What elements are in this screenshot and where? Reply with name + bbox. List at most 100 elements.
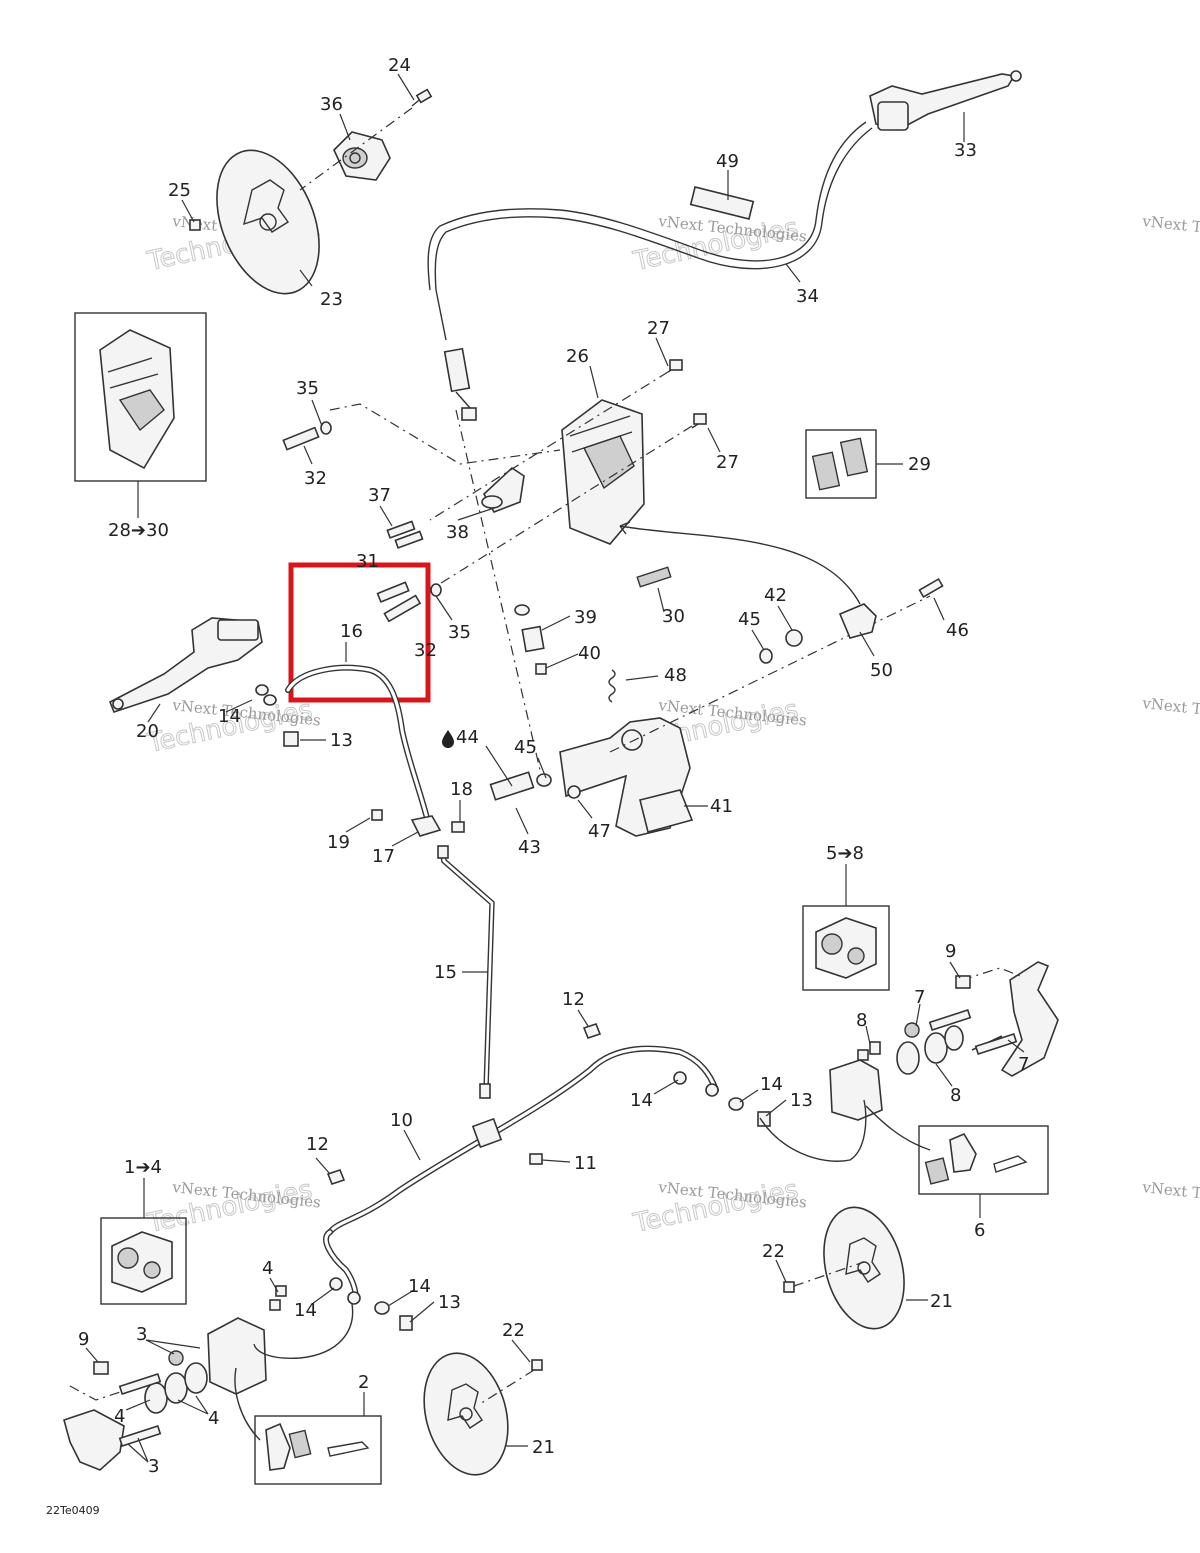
callout-20: 20	[136, 721, 159, 742]
callout-16: 16	[340, 621, 363, 642]
bolts-27	[667, 359, 707, 429]
callout-42: 42	[764, 585, 787, 606]
spring-48	[608, 669, 616, 703]
banjo-left	[329, 1277, 413, 1331]
callout-2: 2	[358, 1372, 369, 1393]
callout-22-bottom: 22	[502, 1320, 525, 1341]
callout-6: 6	[974, 1220, 985, 1241]
caliper-box-28-30	[74, 312, 207, 482]
callout-39: 39	[574, 607, 597, 628]
callout-34: 34	[796, 286, 819, 307]
hub-part	[333, 131, 391, 181]
callout-22-right: 22	[762, 1241, 785, 1262]
callout-49: 49	[716, 151, 739, 172]
callout-41: 41	[710, 796, 733, 817]
callout-24: 24	[388, 55, 411, 76]
highlight-box	[288, 562, 431, 703]
bolt-22-bottom	[531, 1359, 543, 1371]
assembly-line	[329, 403, 561, 465]
throttle-cable	[427, 121, 873, 421]
pads-box-6	[918, 1125, 1049, 1195]
callout-30: 30	[662, 606, 685, 627]
callout-48: 48	[664, 665, 687, 686]
bolt-22-right	[783, 1281, 795, 1293]
callout-47: 47	[588, 821, 611, 842]
pads-box-29	[805, 429, 877, 499]
callout-45-lower: 45	[514, 737, 537, 758]
callout-40: 40	[578, 643, 601, 664]
bushing-39-40	[514, 604, 547, 675]
bolt-top	[411, 88, 433, 107]
callout-46: 46	[946, 620, 969, 641]
bolt-9-left	[93, 1361, 109, 1375]
assembly-line	[455, 409, 541, 771]
callout-15: 15	[434, 962, 457, 983]
callout-12-lower: 12	[306, 1134, 329, 1155]
watermark-partial: vNext Te	[1141, 694, 1200, 719]
caliper-pistons-left	[118, 1285, 287, 1447]
brake-line-15	[437, 845, 495, 1099]
hose-segment	[759, 1099, 867, 1162]
assembly-line	[793, 1261, 865, 1287]
clips-12	[326, 1023, 602, 1185]
brake-lever-left	[108, 617, 263, 713]
callout-32-lower: 32	[414, 640, 437, 661]
callout-21-right: 21	[930, 1291, 953, 1312]
arrow-head	[619, 521, 631, 535]
leader-lines	[85, 73, 1025, 1463]
caliper-box-5-8	[802, 905, 890, 991]
caliper-26	[561, 399, 645, 545]
callout-7-upper: 7	[914, 987, 925, 1008]
callout-13-upper: 13	[330, 730, 353, 751]
brake-pedal-41	[559, 717, 694, 837]
brake-disc-top	[216, 149, 320, 295]
brake-lever-top	[869, 70, 1022, 131]
assembly-line	[429, 371, 669, 521]
oil-drop-icon	[442, 730, 454, 748]
callout-3-lower: 3	[148, 1456, 159, 1477]
callout-50: 50	[870, 660, 893, 681]
caliper-bracket-left	[63, 1409, 125, 1471]
callout-19: 19	[327, 832, 350, 853]
bolts-37	[386, 520, 424, 549]
callout-12-upper: 12	[562, 989, 585, 1010]
brake-disc-bottom	[423, 1352, 509, 1476]
callout-14-mid-a: 14	[630, 1090, 653, 1111]
callout-45-upper: 45	[738, 609, 761, 630]
callout-7-lower: 7	[1018, 1054, 1029, 1075]
callout-13-mid: 13	[790, 1090, 813, 1111]
callout-9-left: 9	[78, 1329, 89, 1350]
callout-3-upper: 3	[136, 1324, 147, 1345]
bracket-38	[481, 466, 525, 513]
callout-35-lower: 35	[448, 622, 471, 643]
clamp-17	[371, 809, 465, 837]
callout-9-right: 9	[945, 941, 956, 962]
watermark-partial: vNext Te	[1141, 212, 1200, 237]
callout-5-8: 5➔8	[826, 843, 864, 864]
highlight-region	[288, 562, 442, 703]
callout-17: 17	[372, 846, 395, 867]
callout-25: 25	[168, 180, 191, 201]
bolt-46	[918, 577, 944, 599]
callout-4-right: 4	[208, 1408, 219, 1429]
assembly-line	[609, 595, 931, 753]
brake-hose-16	[285, 664, 431, 825]
callout-4-left: 4	[114, 1406, 125, 1427]
callout-43: 43	[518, 837, 541, 858]
arrow-line	[865, 1105, 931, 1151]
callout-14-mid-b: 14	[760, 1074, 783, 1095]
callout-38: 38	[446, 522, 469, 543]
callout-13-lower: 13	[438, 1292, 461, 1313]
callout-14-lower-a: 14	[408, 1276, 431, 1297]
callout-18: 18	[450, 779, 473, 800]
callout-36: 36	[320, 94, 343, 115]
assembly-line	[429, 425, 693, 591]
washers-45-42	[759, 629, 803, 664]
figure-code: 22Te0409	[46, 1504, 100, 1517]
callout-21-bottom: 21	[532, 1437, 555, 1458]
callout-8-lower: 8	[950, 1085, 961, 1106]
spring-30	[636, 566, 672, 588]
brake-disc-right	[823, 1206, 905, 1330]
screw-25	[189, 219, 201, 231]
callout-27-upper: 27	[647, 318, 670, 339]
